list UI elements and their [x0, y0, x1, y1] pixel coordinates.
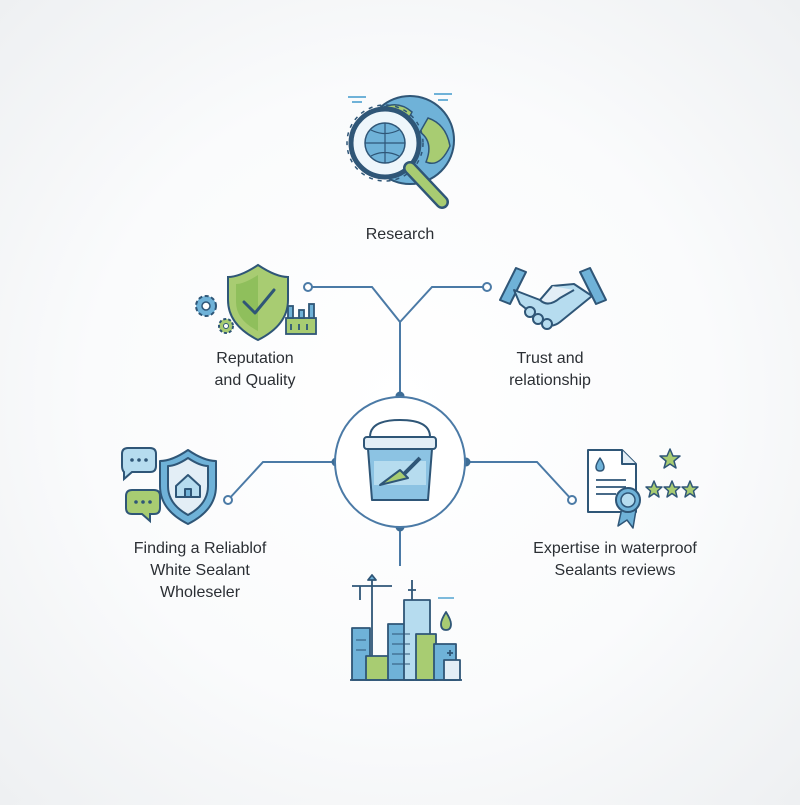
chat-bubbles-icon [121, 447, 161, 524]
star-rating-icon [645, 448, 699, 498]
gear-icon [195, 295, 234, 334]
node-label-finding: Finding a Reliablof White Sealant Wholes… [100, 538, 300, 604]
node-label-reputation: Reputation and Quality [160, 348, 350, 392]
globe-magnifier-icon [346, 93, 455, 209]
node-label-finding-line: Wholeseler [159, 584, 241, 601]
factory-icon [285, 303, 317, 335]
dot-end-trust [482, 282, 492, 292]
node-label-reputation-line: and Quality [214, 372, 296, 389]
node-label-expertise: Expertise in waterproof Sealants reviews [505, 538, 725, 582]
sealant-bucket-icon [363, 419, 437, 501]
node-label-research-line: Research [365, 226, 435, 243]
dot-end-finding [223, 495, 233, 505]
connector-left [227, 461, 336, 501]
node-label-trust-line: Trust and [516, 350, 584, 367]
node-label-finding-line: White Sealant [150, 562, 250, 579]
shield-check-icon [227, 263, 289, 342]
node-label-trust-line: relationship [509, 372, 591, 389]
dot-end-expertise [567, 495, 577, 505]
document-badge-icon [587, 449, 641, 529]
dot-end-reputation [303, 282, 313, 292]
node-label-research: Research [300, 224, 500, 246]
connector-reputation [308, 286, 401, 323]
central-hub [334, 396, 466, 528]
node-label-finding-line: Finding a Reliablof [133, 540, 267, 557]
city-buildings-icon [350, 574, 462, 681]
node-label-expertise-line: Sealants reviews [554, 562, 676, 579]
connectors [227, 286, 573, 566]
handshake-icon [499, 267, 607, 330]
shield-house-icon [159, 449, 217, 525]
connector-trust [399, 286, 487, 323]
node-label-expertise-line: Expertise in waterproof [533, 540, 697, 557]
node-label-trust: Trust and relationship [455, 348, 645, 392]
connector-right [466, 461, 573, 501]
node-label-reputation-line: Reputation [216, 350, 294, 367]
